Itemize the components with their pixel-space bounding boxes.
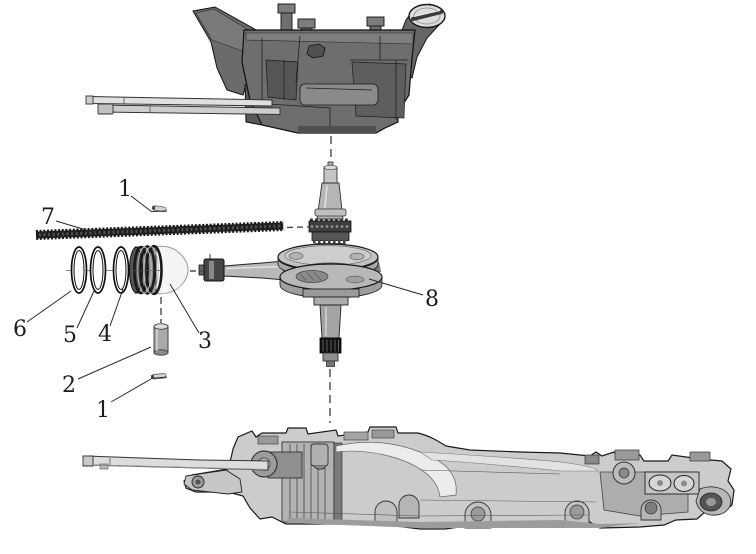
crank-spline — [319, 337, 342, 354]
shaft-rod-upper-tip — [85, 95, 94, 105]
top-fitting — [689, 451, 711, 462]
crank-pin-boss — [295, 270, 329, 283]
cap-slot — [411, 10, 443, 21]
piston-ring-inner — [108, 246, 134, 294]
crank-collar — [314, 208, 347, 217]
callout-leader-lines — [26, 195, 424, 403]
crank-lower-shaft — [319, 304, 342, 339]
cap-slot-highlight — [413, 10, 441, 17]
callout-3: 3 — [198, 329, 212, 354]
timing-chain — [35, 221, 285, 240]
top-edge-detail — [343, 431, 369, 441]
pocket-center — [299, 83, 379, 106]
upper-crankcase-half — [192, 3, 446, 134]
top-deck-facet — [245, 32, 414, 45]
case-flow-lines — [289, 469, 597, 517]
callout-5: 5 — [63, 323, 77, 348]
crankshaft-assembly — [277, 161, 383, 367]
lower-shaft-tip — [82, 455, 94, 467]
hex-bolt-icon — [306, 43, 326, 59]
shaft-rod-lower-tip — [97, 103, 114, 115]
upper-shaft-rods — [85, 95, 281, 116]
left-wing-plate — [183, 469, 243, 495]
pocket-left — [265, 59, 299, 101]
leader-7 — [55, 220, 104, 236]
callout-8: 8 — [425, 287, 439, 312]
piston-body — [154, 245, 189, 295]
case-tunnel-highlight-right — [418, 451, 599, 472]
arch-boss — [374, 500, 398, 523]
piston — [129, 244, 189, 296]
callout-7: 7 — [41, 205, 55, 230]
piston-skirt-shade — [160, 281, 184, 294]
lower-shaft-rod — [82, 455, 269, 471]
callout-2: 2 — [62, 373, 76, 398]
top-stud-boss — [310, 443, 329, 470]
leader-5 — [76, 290, 95, 329]
callout-6: 6 — [13, 317, 27, 342]
crank-tip-journal — [322, 352, 339, 362]
top-edge-detail — [257, 435, 279, 445]
top-fitting — [584, 454, 600, 465]
flywheel-web-upper — [277, 243, 381, 278]
leader-1-lower — [110, 376, 168, 403]
chamber-ribs — [289, 444, 326, 522]
leader-2 — [77, 346, 152, 380]
leader-3 — [169, 283, 200, 334]
bottom-boss — [298, 126, 376, 133]
timing-sprocket — [308, 218, 352, 244]
leader-6 — [26, 290, 72, 323]
crank-hub-step2 — [313, 296, 349, 306]
callout-4: 4 — [98, 322, 112, 347]
assembly-centerlines — [160, 136, 332, 423]
callout-1-lower: 1 — [96, 398, 110, 423]
crank-hub-step1 — [302, 288, 360, 298]
right-end-bracket — [695, 486, 732, 516]
centerline-chain-sprocket — [286, 226, 312, 229]
piston-pin — [153, 323, 169, 356]
callout-1-upper: 1 — [118, 177, 132, 202]
leader-4 — [109, 288, 124, 327]
crank-tip — [326, 360, 335, 367]
leader-8 — [368, 278, 424, 296]
piston-ring-middle — [85, 246, 111, 294]
top-fitting — [614, 449, 640, 461]
small-end-highlight — [209, 261, 214, 279]
oil-filler-cap — [408, 3, 446, 29]
leader-1-upper — [130, 195, 168, 213]
chamber-edge — [333, 442, 343, 522]
bottom-shade-band — [287, 518, 640, 528]
piston-ring-outer — [66, 246, 92, 294]
arch-boss — [398, 494, 420, 519]
top-edge-detail — [371, 429, 395, 439]
shaft-rod-upper — [89, 95, 273, 107]
lower-crankcase-half — [183, 426, 735, 530]
case-facet-lines — [261, 35, 408, 126]
